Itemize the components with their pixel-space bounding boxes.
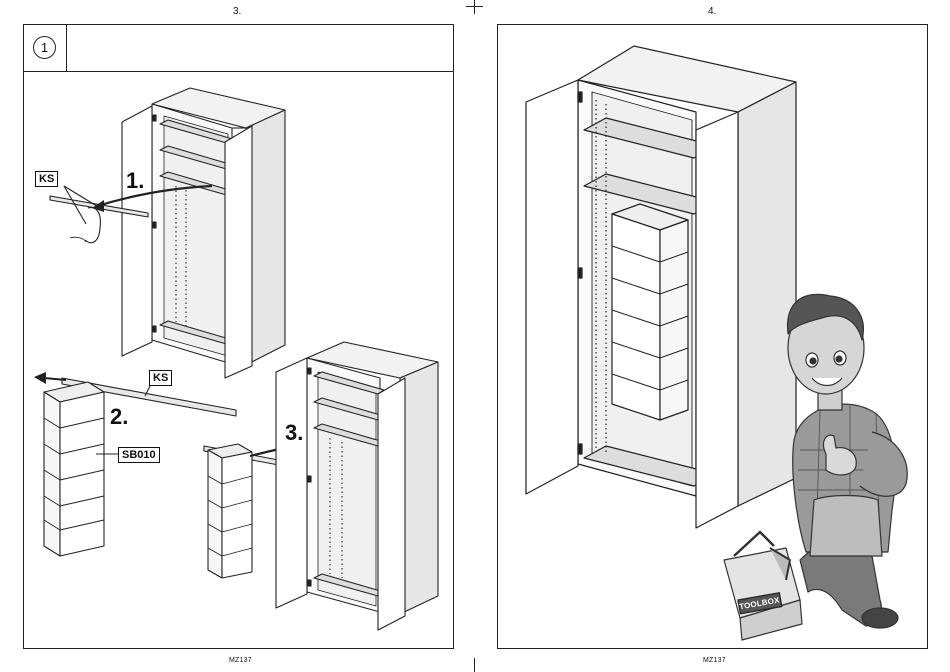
shelf-organizer-installed — [612, 204, 688, 420]
